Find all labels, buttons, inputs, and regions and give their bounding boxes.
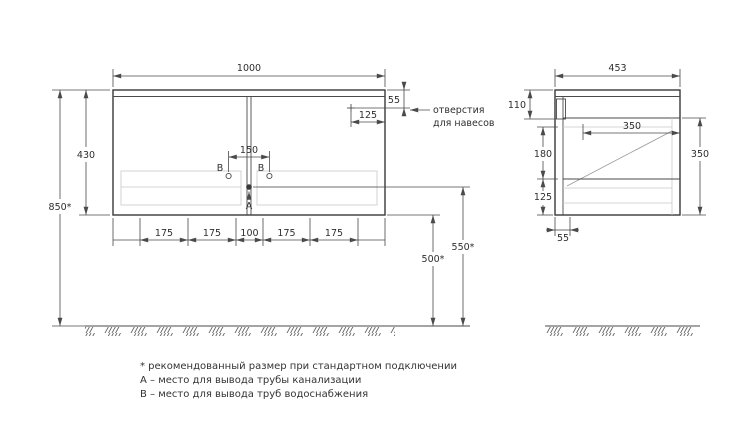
side-dim-inner-depth: 350 <box>582 121 680 140</box>
front-dim-supply-height: 550* <box>253 186 475 326</box>
hanger-holes-callout: отверстия для навесов <box>410 105 495 129</box>
dim-label-bottom-2: 175 <box>203 228 221 239</box>
hidden-drawer-right <box>256 170 378 206</box>
side-view-cabinet <box>554 89 681 216</box>
ground-line-front <box>85 325 470 336</box>
water-outlet-hole-right <box>266 172 273 180</box>
dim-label-side-hanger-top: 110 <box>508 100 526 111</box>
front-dim-overall-height: 850* <box>49 90 85 327</box>
note-recommended-size: * рекомендованный размер при стандартном… <box>140 361 457 372</box>
front-dim-supply-spacing: 150 <box>228 145 270 172</box>
hidden-drawer-left <box>120 170 242 206</box>
dim-label-supply-height: 550* <box>452 242 475 253</box>
ground-hatch-front <box>85 327 395 336</box>
marker-a-callout: A <box>246 191 253 212</box>
dim-label-mid-height: 180 <box>534 149 552 160</box>
dim-label-inner-depth: 350 <box>623 121 641 132</box>
ground-line-side <box>545 325 700 336</box>
dim-label-bottom-5: 175 <box>325 228 343 239</box>
dim-label-bottom-3: 100 <box>240 228 258 239</box>
dim-label-drain-height: 500* <box>422 254 445 265</box>
dim-label-overall-height: 850* <box>49 202 72 213</box>
front-dim-height: 430 <box>52 89 110 216</box>
side-dim-depth: 453 <box>554 63 681 87</box>
front-dim-drain-height: 500* <box>387 214 445 326</box>
front-dim-bottom-chain: 175 175 100 175 175 <box>112 218 386 246</box>
dim-label-depth: 453 <box>608 63 626 74</box>
hanger-hole-mark <box>347 104 355 112</box>
dim-label-width: 1000 <box>237 63 261 74</box>
side-dim-mid-height: 180 <box>534 126 558 180</box>
dim-label-back-height: 350 <box>691 149 709 160</box>
front-dim-width: 1000 <box>112 63 386 87</box>
dim-label-front-offset: 55 <box>557 233 569 244</box>
dim-label-bottom-1: 175 <box>155 228 173 239</box>
cabinet-side-outline <box>554 89 681 216</box>
hanger-note-line1: отверстия <box>433 105 484 116</box>
wall-hanger-bracket <box>556 98 566 120</box>
water-outlet-hole-left <box>225 172 232 180</box>
note-marker-a: А – место для вывода трубы канализации <box>140 375 361 386</box>
front-dim-hanger-side: 125 <box>350 110 385 127</box>
marker-b-right-label: B <box>258 163 265 174</box>
side-dim-back-height: 350 <box>682 117 709 216</box>
dim-label-hanger-top: 55 <box>388 95 400 106</box>
note-marker-b: B – место для вывода труб водоснабжения <box>140 389 368 400</box>
siphon-clearance-diagonal <box>566 130 673 187</box>
hanger-note-line2: для навесов <box>433 118 495 129</box>
drain-point-marker <box>246 184 252 190</box>
side-dim-front-offset: 55 <box>546 217 579 244</box>
front-view-cabinet <box>112 89 386 216</box>
side-dim-hanger-top: 110 <box>508 89 556 120</box>
marker-b-left-label: B <box>217 163 224 174</box>
dim-label-bottom-4: 175 <box>277 228 295 239</box>
dim-label-lower-height: 125 <box>534 192 552 203</box>
dim-label-hanger-side: 125 <box>359 110 377 121</box>
legend-notes: * рекомендованный размер при стандартном… <box>140 361 457 400</box>
marker-a-label: A <box>246 201 253 212</box>
cabinet-front-outline <box>112 89 386 216</box>
ground-hatch-side <box>545 327 700 336</box>
side-dim-lower-height: 125 <box>534 179 553 216</box>
front-dim-hanger-top: 55 <box>355 81 410 117</box>
dim-label-supply-spacing: 150 <box>240 145 258 156</box>
dim-label-height: 430 <box>77 150 95 161</box>
